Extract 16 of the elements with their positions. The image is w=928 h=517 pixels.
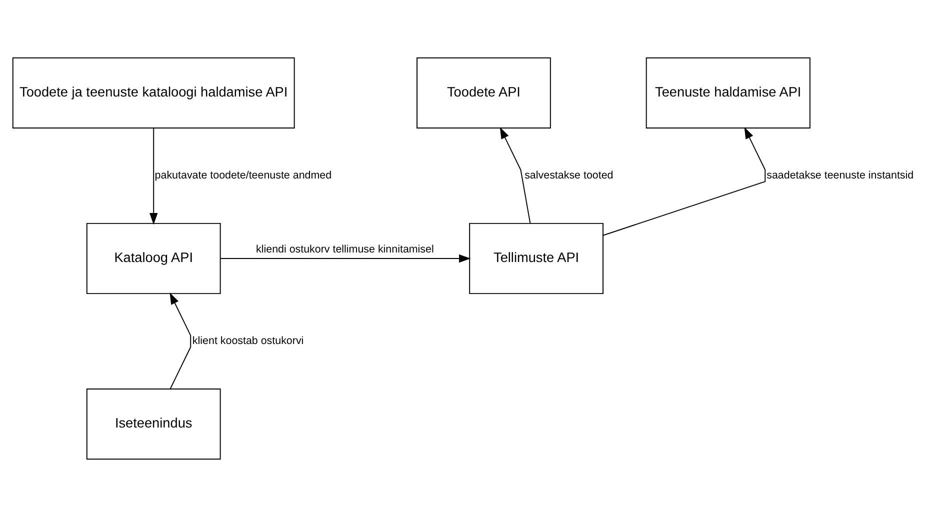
edge-label: kliendi ostukorv tellimuse kinnitamisel — [256, 243, 434, 256]
node-box: Tellimuste API — [469, 222, 604, 294]
node-box: Toodete API — [416, 57, 551, 128]
arrow — [220, 254, 471, 263]
arrow — [500, 127, 531, 224]
node-box: Toodete ja teenuste kataloogi haldamise API — [12, 57, 295, 128]
arrow — [170, 292, 192, 390]
node-box: Iseteenindus — [86, 388, 221, 460]
edge-label: klient koostab ostukorvi — [192, 335, 304, 347]
edge-label: saadetakse teenuste instantsid — [766, 169, 914, 182]
edge-label: pakutavate toodete/teenuste andmed — [154, 169, 332, 182]
arrow — [150, 128, 158, 225]
node-box: Kataloog API — [86, 222, 221, 294]
edge-label: salvestakse tooted — [524, 169, 614, 182]
node-box: Teenuste haldamise API — [646, 57, 810, 128]
arrow — [602, 127, 766, 236]
